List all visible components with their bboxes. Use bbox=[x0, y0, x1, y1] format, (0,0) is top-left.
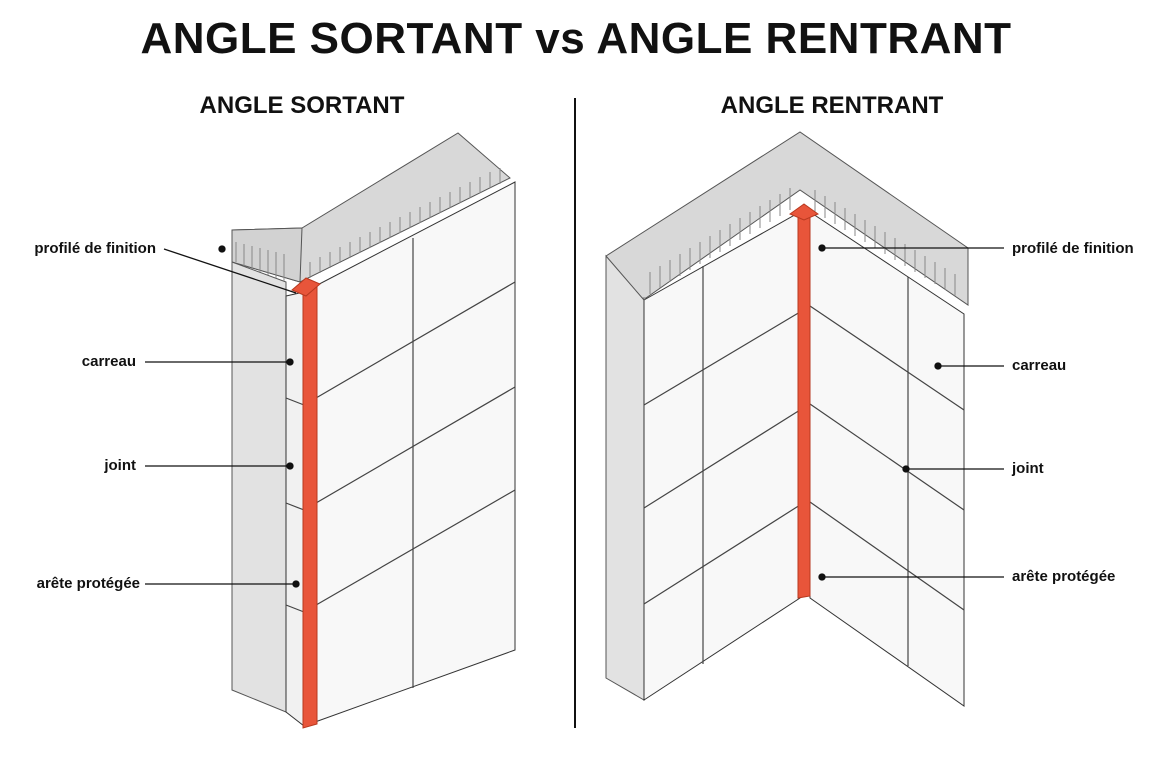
left-label-joint: joint bbox=[104, 457, 136, 474]
inside-corner-illustration bbox=[605, 131, 969, 707]
left-profile-cap bbox=[291, 277, 321, 297]
left-leader-lines bbox=[145, 245, 300, 588]
right-label-joint: joint bbox=[1012, 460, 1044, 477]
right-finishing-profile bbox=[797, 213, 811, 599]
right-label-tile: carreau bbox=[1012, 357, 1067, 374]
left-adhesive-comb bbox=[235, 168, 501, 281]
right-left-tile-face bbox=[643, 211, 801, 701]
left-label-profile: profilé de finition bbox=[34, 240, 156, 257]
right-label-profile: profilé de finition bbox=[1012, 240, 1134, 257]
right-wall-outer-side bbox=[605, 254, 645, 701]
right-profile-cap bbox=[788, 203, 820, 221]
left-label-edge: arête protégée bbox=[36, 575, 140, 592]
outside-corner-illustration bbox=[231, 132, 516, 729]
right-heading: ANGLE RENTRANT bbox=[720, 92, 944, 119]
right-label-edge: arête protégée bbox=[1012, 568, 1116, 585]
left-wall-side bbox=[231, 261, 287, 713]
center-divider bbox=[574, 98, 576, 728]
left-heading: ANGLE SORTANT bbox=[199, 92, 405, 119]
left-finishing-profile bbox=[302, 285, 318, 729]
left-tile-joints bbox=[285, 238, 516, 688]
diagram-title: ANGLE SORTANT vs ANGLE RENTRANT bbox=[140, 14, 1012, 63]
left-label-tile: carreau bbox=[81, 353, 136, 370]
right-leader-lines bbox=[818, 244, 1004, 581]
right-adhesive-comb bbox=[649, 188, 956, 296]
